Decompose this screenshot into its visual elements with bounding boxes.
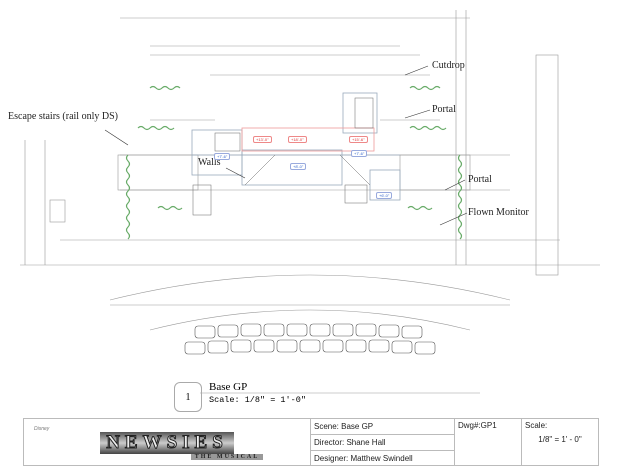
view-number: 1: [174, 382, 202, 412]
scene-field: Scene: Base GP: [311, 419, 454, 435]
logo-title: NEWSIES: [100, 431, 234, 454]
scale-value: 1/8" = 1' - 0": [538, 435, 582, 444]
title-block: Disney NEWSIES THE MUSICAL Scene: Base G…: [23, 418, 599, 466]
elevation-tag: +15'-6": [349, 136, 368, 143]
walls-label: Walls: [198, 157, 221, 168]
cutdrop-label: Cutdrop: [432, 60, 465, 71]
designer-field: Designer: Matthew Swindell: [314, 454, 413, 463]
logo-brand: Disney: [34, 425, 50, 432]
portal-lower-label: Portal: [468, 174, 492, 185]
newsies-logo: Disney NEWSIES THE MUSICAL: [24, 419, 310, 466]
elevation-tag: +13'-0": [253, 136, 272, 143]
credits-column: Scene: Base GP Director: Shane Hall Desi…: [310, 419, 454, 466]
escape-stairs-label: Escape stairs (rail only DS): [8, 111, 118, 122]
elevation-tag: +8'-0": [290, 163, 307, 170]
elevation-tag: +7'-6": [214, 153, 231, 160]
director-field: Director: Shane Hall: [311, 435, 454, 451]
scale-label: Scale:: [525, 421, 548, 430]
scale-cell: Scale: 1/8" = 1' - 0": [521, 419, 598, 466]
drawing-number: Dwg#:GP1: [454, 419, 521, 466]
elevation-tag: +18'-0": [288, 136, 307, 143]
flown-monitor-label: Flown Monitor: [468, 207, 529, 218]
view-title: Base GP: [209, 381, 248, 393]
portal-upper-label: Portal: [432, 104, 456, 115]
view-scale: Scale: 1/8" = 1'-0": [209, 395, 306, 405]
logo-subtitle: THE MUSICAL: [190, 453, 264, 460]
elevation-tag: +6'-0": [376, 192, 393, 199]
elevation-tag: +7'-6": [351, 150, 368, 157]
